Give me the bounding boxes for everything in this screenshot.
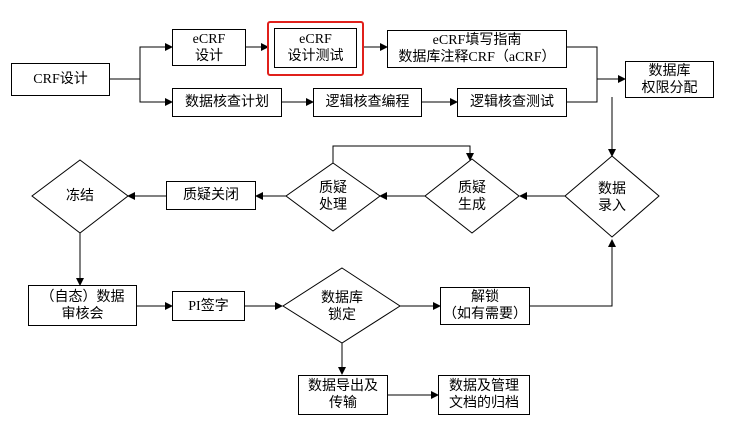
query-generate-label: 质疑 生成 [458, 181, 486, 213]
data-check-plan-node: 数据核查计划 [172, 88, 282, 117]
connector-guide-to-permission [567, 46, 626, 83]
query-process-label: 质疑 处理 [319, 181, 347, 213]
data-entry-label: 数据 录入 [598, 182, 626, 214]
connector-to-check-plan [139, 79, 173, 106]
query-close-node: 质疑关闭 [166, 181, 256, 210]
connector-process-loop [332, 145, 474, 163]
query-generate-diamond [424, 158, 520, 234]
archive-node: 数据及管理 文档的归档 [438, 375, 530, 415]
connector-to-ecrf-design [139, 43, 173, 79]
ecrf-design-test-node: eCRF 设计测试 [274, 28, 357, 68]
crf-design-node: CRF设计 [11, 63, 110, 96]
freeze-diamond [31, 159, 129, 234]
logic-check-program-node: 逻辑核查编程 [313, 88, 422, 117]
ecrf-design-node: eCRF 设计 [172, 29, 246, 66]
ecrf-guide-acrf-node: eCRF填写指南 数据库注释CRF（aCRF） [387, 30, 567, 68]
self-review-node: （自态）数据 审核会 [28, 285, 137, 326]
db-permission-node: 数据库 权限分配 [625, 61, 714, 98]
query-process-diamond [285, 162, 381, 232]
unlock-node: 解锁 （如有需要） [440, 287, 530, 325]
connector-unlock-to-entry [530, 239, 616, 307]
data-export-node: 数据导出及 传输 [298, 375, 388, 415]
logic-check-test-node: 逻辑核查测试 [457, 88, 567, 117]
data-entry-diamond [564, 155, 660, 238]
highlight-frame [267, 21, 364, 76]
connector-logictest-to-permission [567, 79, 598, 103]
db-lock-label: 数据库 锁定 [321, 291, 363, 323]
pi-sign-node: PI签字 [172, 291, 245, 321]
db-lock-diamond [282, 267, 401, 344]
freeze-label: 冻结 [66, 188, 94, 204]
